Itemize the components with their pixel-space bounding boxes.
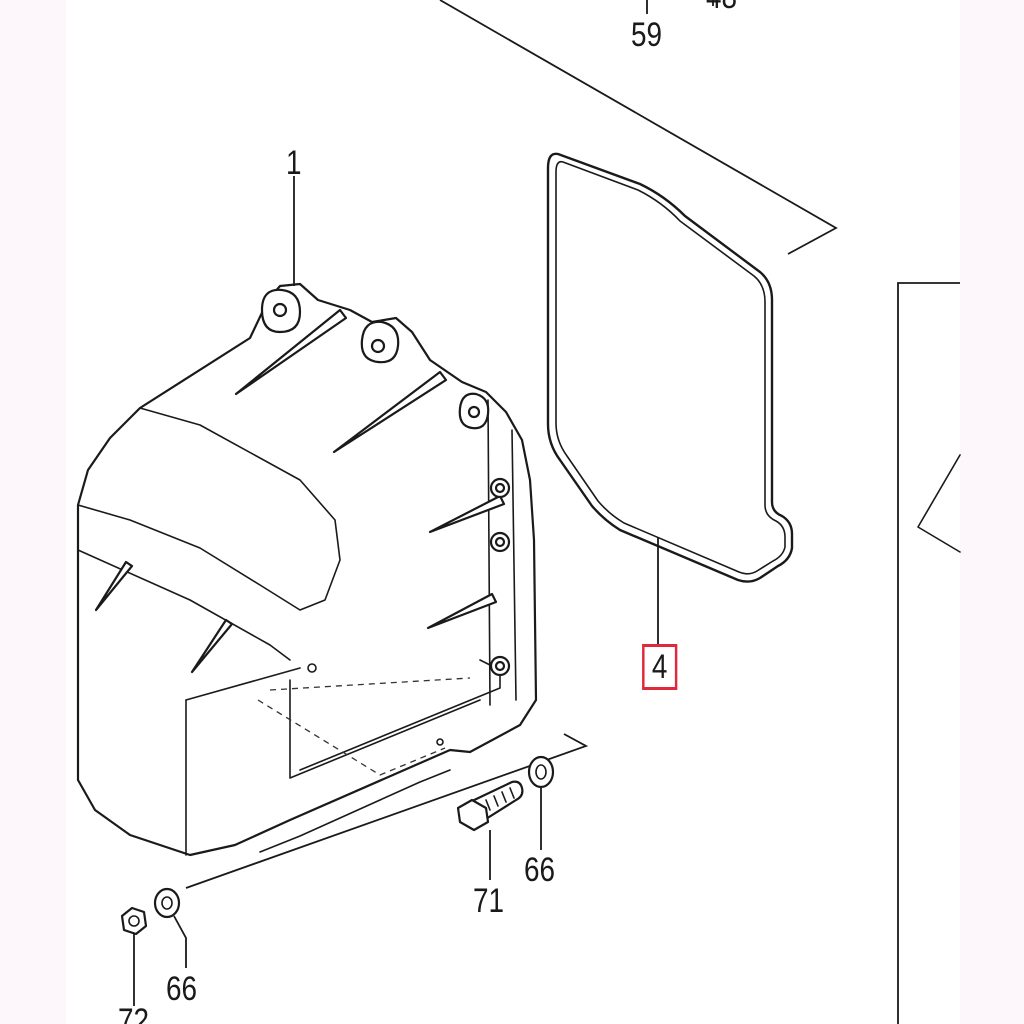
callout-66-left[interactable]: 66: [166, 970, 198, 1008]
callout-66-right[interactable]: 66: [524, 851, 556, 889]
callout-48[interactable]: 48: [706, 0, 737, 14]
washer-part-66-left: [153, 887, 187, 968]
bolt-part-71: [456, 780, 524, 880]
callout-72[interactable]: 72: [118, 1002, 150, 1024]
upper-assembly-lines: [439, 0, 838, 255]
callout-59[interactable]: 59: [631, 16, 663, 54]
callout-1[interactable]: 1: [286, 144, 302, 182]
nut-part-72: [120, 906, 148, 1006]
leader-66-left: [173, 915, 187, 968]
callout-4-highlighted[interactable]: 4: [642, 644, 678, 690]
washer-part-66-right: [527, 755, 555, 850]
inset-frame: [897, 282, 961, 1024]
head-cover-part-1: [76, 176, 589, 889]
gasket-part-4: [546, 152, 794, 645]
callout-71[interactable]: 71: [473, 882, 505, 920]
